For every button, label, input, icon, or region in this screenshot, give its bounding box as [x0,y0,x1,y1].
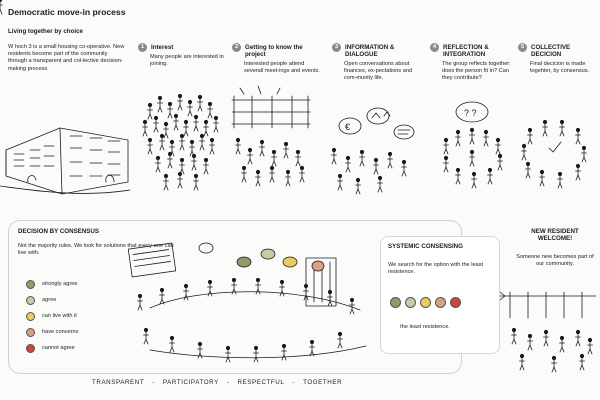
new-resident-description: Someone new becomes part of our communit… [516,254,594,268]
step-reflection-integration: 4 REFLECTION & INTEGRATION The group refl… [430,43,518,82]
intro-text: W hoch 3 is a small housing co-operative… [8,44,125,72]
systemic-consensing-box [380,236,500,354]
consensus-assembly-sketch [127,242,367,363]
option-dot [420,297,431,308]
step-information-dialogue: 3 INFORMATION & DIALOGUE Open conversatio… [332,43,420,82]
systemic-description: We search for the option with the least … [388,262,484,276]
legend-item: agree [26,292,78,308]
legend-dot [26,311,35,321]
housing-building-sketch [0,127,131,195]
page-title: Democratic move-in process [8,7,126,17]
option-dot [450,297,461,308]
option-dot [435,297,446,308]
legend-dot [26,327,35,337]
step-description: Final decicion is made togehter, by cons… [530,60,590,75]
step-description: Interested people attend severall meet-i… [244,60,320,75]
svg-text:€: € [345,122,350,132]
legend-item: cannot agree [26,340,78,356]
step-title: Getting to know the project [245,44,303,59]
value-separator: - [152,379,155,386]
meeting-room-sketch [231,85,311,187]
legend-dot [26,279,35,289]
least-resistance-note: the least resistence. [400,324,450,330]
step-description: The group reflects together: does the pe… [442,60,511,82]
legend-label: agree [42,297,57,303]
step-title: REFLECTION & INTEGRATION [443,44,489,59]
value-separator: - [292,379,296,386]
legend-label: strongly agree [42,281,78,287]
consensus-legend: strongly agree agree can live with it ha… [26,276,78,356]
option-dots [390,297,461,308]
step-number: 1 [138,43,147,52]
consensus-title: DECISION BY CONSENSUS [18,228,100,235]
legend-label: cannot agree [42,345,75,351]
step-number: 3 [332,43,341,52]
step-interest: 1 Interest Many people are interested in … [138,43,226,68]
step-number: 4 [430,43,439,52]
legend-item: have concerns [26,324,78,340]
value-separator: - [226,379,230,386]
new-resident-title: NEW RESIDENT WELCOME! [531,228,579,243]
systemic-title: SYSTEMIC CONSENSING [388,243,463,250]
step-getting-to-know: 2 Getting to know the project Interested … [232,43,320,75]
step-collective-decision: 5 COLLECTIVE DECICION Final decicion is m… [518,43,596,75]
option-dot [405,297,416,308]
legend-dot [26,343,35,353]
values-strip: TRANSPARENT- PARTICIPATORY- RESPECTFUL- … [92,379,342,386]
legend-item: strongly agree [26,276,78,292]
step-description: Open conversations about finances, ex-pe… [344,60,413,82]
reflection-circle-sketch: ? ? [443,101,503,189]
interested-crowd-sketch [0,0,219,191]
value-label: TRANSPARENT [92,379,145,386]
step-title: Interest [151,44,174,51]
step-number: 2 [232,43,241,52]
legend-item: can live with it [26,308,78,324]
page-subtitle: Living together by choice [8,28,83,35]
legend-label: can live with it [42,313,77,319]
legend-dot [26,295,35,305]
consensus-description: Not the majority rules. We look for solu… [18,243,174,257]
value-label: PARTICIPATORY [162,379,219,386]
value-label: RESPECTFUL [237,379,285,386]
svg-text:? ?: ? ? [464,108,477,118]
new-resident-scene-sketch [503,291,597,373]
decision-circle-sketch [521,119,587,189]
option-dot [390,297,401,308]
step-number: 5 [518,43,527,52]
step-title: COLLECTIVE DECICION [531,44,571,59]
dialogue-sketch: € [331,107,415,195]
step-title: INFORMATION & DIALOGUE [345,44,395,59]
legend-label: have concerns [42,329,79,335]
value-label: TOGETHER [303,379,343,386]
step-description: Many people are interested in joining. [150,54,224,68]
